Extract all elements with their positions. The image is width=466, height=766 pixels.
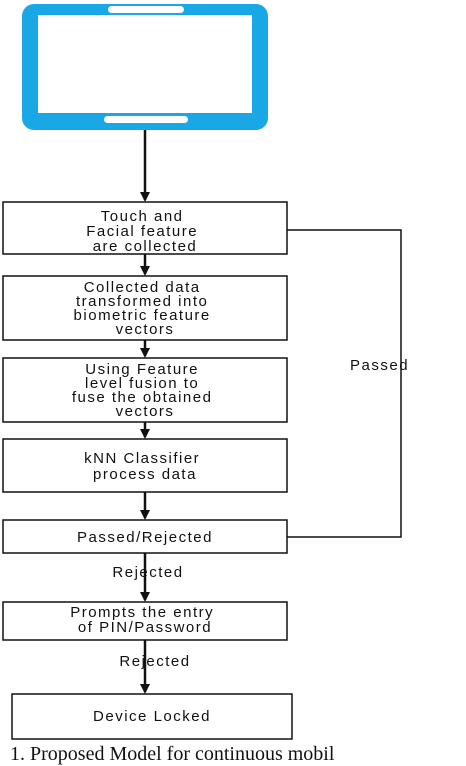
- svg-text:Touch and Facial feature: Touch and Facial feature are collected: [86, 208, 204, 255]
- fusion-line-2: level fusion to: [85, 375, 199, 392]
- classify-step: kNN Classifier process data: [2, 438, 288, 493]
- transform-step: Collected data transformed into biometri…: [2, 275, 288, 341]
- classify-line-2: process data: [93, 466, 197, 483]
- figure-caption: 1. Proposed Model for continuous mobil: [10, 743, 335, 765]
- prompt-line-2: of PIN/Password: [78, 619, 212, 636]
- fusion-step: Using Feature level fusion to fuse the o…: [2, 357, 288, 423]
- decision-line-1: Passed/Rejected: [77, 529, 213, 546]
- svg-text:Prompts the entry of PIN: Prompts the entry of PIN/Password: [70, 604, 220, 636]
- locked-step: Device Locked: [11, 693, 293, 740]
- transform-line-2: transformed into: [76, 293, 208, 310]
- collect-step: Touch and Facial feature are collected: [2, 201, 288, 255]
- svg-text:Device Locked: Device Locked: [93, 708, 211, 725]
- collect-line-1: Touch and: [101, 208, 184, 225]
- rejected-label-2: Rejected: [119, 653, 190, 670]
- passed-loop-line: [287, 230, 402, 538]
- fusion-line-1: Using Feature: [85, 361, 199, 378]
- prompt-step: Prompts the entry of PIN/Password: [2, 601, 288, 641]
- transform-line-1: Collected data: [84, 279, 201, 296]
- passed-label: Passed: [350, 357, 409, 374]
- transform-line-4: vectors: [116, 321, 175, 338]
- prompt-line-1: Prompts the entry: [70, 604, 214, 621]
- svg-text:Collected data transform: Collected data transformed into biometri…: [74, 279, 217, 338]
- classify-line-1: kNN Classifier: [84, 450, 200, 467]
- transform-line-3: biometric feature: [74, 307, 211, 324]
- decision-step: Passed/Rejected: [2, 519, 288, 554]
- locked-line-1: Device Locked: [93, 708, 211, 725]
- svg-text:kNN Classifier process d: kNN Classifier process data: [84, 450, 206, 483]
- smartphone-icon: [22, 4, 268, 130]
- fusion-line-3: fuse the obtained: [72, 389, 213, 406]
- svg-text:Passed/Rejected: Passed/Rejected: [77, 529, 213, 546]
- fusion-line-4: vectors: [116, 403, 175, 420]
- rejected-label-1: Rejected: [112, 564, 183, 581]
- collect-line-2: Facial feature: [86, 223, 198, 240]
- svg-text:Using Feature level fusi: Using Feature level fusion to fuse the o…: [72, 361, 218, 420]
- collect-line-3: are collected: [93, 238, 198, 255]
